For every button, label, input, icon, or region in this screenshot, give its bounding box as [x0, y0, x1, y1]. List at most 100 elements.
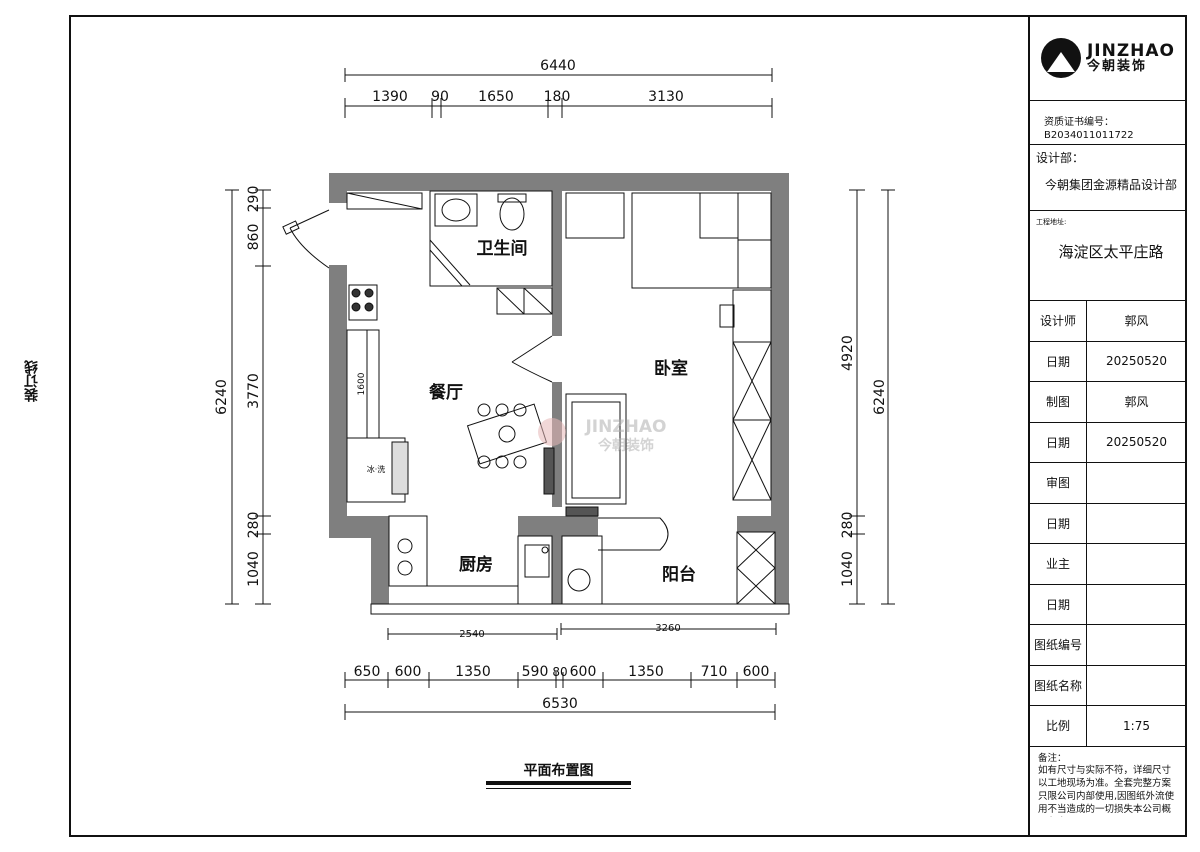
dim-left-seg: 280	[246, 512, 262, 539]
certificate: 资质证书编号： B2034011011722	[1030, 101, 1186, 145]
tb-row-value	[1087, 504, 1186, 544]
dim-top-seg: 90	[431, 89, 449, 105]
tb-row: 业主	[1030, 544, 1186, 585]
tb-row-value	[1087, 625, 1186, 665]
dim-left-seg: 3770	[246, 373, 262, 409]
tb-row: 审图	[1030, 463, 1186, 504]
company-logo-icon	[1040, 38, 1081, 78]
tb-row-key: 图纸编号	[1030, 625, 1087, 665]
tb-row-key: 审图	[1030, 463, 1087, 503]
notes: 备注： 如有尺寸与实际不符，详细尺寸以工地现场为准。全套完整方案只限公司内部使用…	[1030, 747, 1186, 817]
cert-label: 资质证书编号：	[1044, 117, 1114, 128]
dim-bottom-seg: 650	[354, 664, 381, 680]
tb-row-key: 日期	[1030, 584, 1087, 624]
room-label-dining: 餐厅	[429, 382, 463, 403]
dept-label: 设计部：	[1036, 151, 1085, 165]
dim-right-total: 6240	[872, 379, 888, 415]
dim-inner-left: 2540	[459, 629, 484, 640]
dim-top-total: 6440	[540, 58, 576, 74]
tb-row-value: 20250520	[1105, 354, 1168, 369]
tb-row: 设计师 郭风	[1030, 301, 1186, 342]
tb-row: 日期 20250520	[1030, 422, 1186, 463]
department: 设计部： 今朝集团金源精品设计部	[1030, 145, 1186, 211]
dim-left-seg: 290	[246, 186, 262, 213]
address-label: 工程地址:	[1036, 218, 1067, 226]
room-label-kitchen: 厨房	[459, 554, 493, 575]
dimension-labels: 6440 1390 90 1650 180 3130 650 600 1350 …	[214, 58, 888, 712]
dim-right-seg: 1040	[840, 551, 856, 587]
dim-top-seg: 1650	[478, 89, 514, 105]
dim-bottom-seg: 600	[570, 664, 597, 680]
tb-row-key: 制图	[1030, 382, 1087, 422]
dim-right-seg: 4920	[840, 335, 856, 371]
tb-row-key: 比例	[1030, 706, 1087, 746]
dim-bottom-seg: 600	[743, 664, 770, 680]
tb-row: 比例 1:75	[1030, 706, 1186, 747]
tb-row: 图纸编号	[1030, 625, 1186, 666]
dim-bottom-seg: 710	[701, 664, 728, 680]
brand-en: JINZHAO	[1086, 40, 1176, 61]
tb-row-key: 设计师	[1030, 301, 1087, 341]
project-address: 工程地址: 海淀区太平庄路	[1030, 211, 1186, 301]
dim-bottom-seg: 590	[522, 664, 549, 680]
dim-bottom-seg: 1350	[455, 664, 491, 680]
dim-top-seg: 3130	[648, 89, 684, 105]
tb-row-key: 业主	[1030, 544, 1087, 584]
washer-label: 冰·洗	[367, 464, 386, 474]
company-brand: JINZHAO 今朝装饰	[1086, 40, 1176, 75]
tb-row-key: 日期	[1030, 341, 1087, 381]
watermark: JINZHAO 今朝装饰	[538, 417, 667, 454]
fridge-label: 1600	[357, 372, 367, 395]
drawing-title: 平面布置图	[523, 763, 594, 779]
tb-row-value	[1087, 666, 1186, 706]
dim-top-seg: 180	[544, 89, 571, 105]
brand-cn: 今朝装饰	[1086, 59, 1147, 75]
dim-bottom-seg: 80	[552, 665, 567, 679]
note-label: 备注：	[1038, 752, 1067, 764]
tb-row-value	[1087, 463, 1186, 503]
title-underline	[486, 781, 631, 785]
dim-bottom-total: 6530	[542, 696, 578, 712]
tb-row-value: 20250520	[1105, 435, 1168, 450]
dim-right-seg: 280	[840, 512, 856, 539]
dim-inner-right: 3260	[655, 623, 680, 634]
tb-row: 日期 20250520	[1030, 341, 1186, 382]
dim-left-total: 6240	[214, 379, 230, 415]
dept-value: 今朝集团金源精品设计部	[1044, 178, 1177, 192]
binding-line-label: 装订线	[24, 360, 40, 402]
room-label-bedroom: 卧室	[654, 358, 688, 379]
tb-row-value: 1:75	[1123, 718, 1150, 733]
tb-row-value: 郭风	[1124, 395, 1149, 410]
cert-number: B2034011011722	[1044, 129, 1134, 141]
watermark-logo-icon	[538, 418, 566, 446]
tb-row-key: 日期	[1030, 503, 1087, 543]
room-label-balcony: 阳台	[662, 564, 696, 585]
dim-left-seg: 1040	[246, 551, 262, 587]
tb-row-value	[1087, 585, 1186, 625]
watermark-cn: 今朝装饰	[597, 437, 654, 454]
sheet-frame	[69, 15, 1187, 837]
title-underline-thin	[486, 788, 631, 789]
dim-top-seg: 1390	[372, 89, 408, 105]
tb-row: 日期	[1030, 584, 1186, 625]
walls	[329, 173, 790, 615]
tb-row: 图纸名称	[1030, 665, 1186, 706]
title-block-logo: JINZHAO 今朝装饰	[1030, 16, 1186, 101]
dim-bottom-seg: 600	[395, 664, 422, 680]
tb-row-value: 郭风	[1124, 314, 1149, 329]
tb-row: 制图 郭风	[1030, 382, 1186, 423]
tb-row-key: 图纸名称	[1030, 665, 1087, 705]
tb-row-key: 日期	[1030, 422, 1087, 462]
dim-left-seg: 860	[246, 224, 262, 251]
note-text: 如有尺寸与实际不符，详细尺寸以工地现场为准。全套完整方案只限公司内部使用,因图纸…	[1038, 765, 1175, 815]
tb-row: 日期	[1030, 503, 1186, 544]
room-label-bathroom: 卫生间	[477, 238, 528, 259]
tb-row-value	[1087, 544, 1186, 584]
address-value: 海淀区太平庄路	[1058, 243, 1164, 261]
title-block: JINZHAO 今朝装饰 资质证书编号： B2034011011722 设计部：…	[1028, 16, 1186, 836]
dimension-lines	[225, 68, 895, 720]
watermark-en: JINZHAO	[584, 417, 666, 437]
dim-bottom-seg: 1350	[628, 664, 664, 680]
